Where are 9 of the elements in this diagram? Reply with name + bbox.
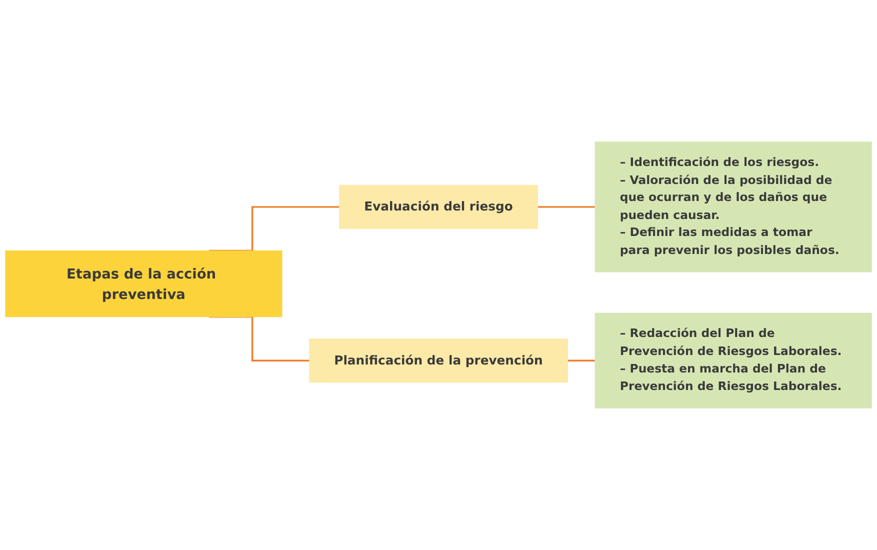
connector <box>208 206 340 252</box>
node-box: Evaluación del riesgo <box>339 184 538 229</box>
connector <box>568 360 596 362</box>
connector <box>538 206 596 208</box>
node-box: – Redacción del Plan de Prevención de Riesgos Laborales. – Puesta en marcha del Plan de Prevención de Riesgos Laborales. <box>594 312 872 408</box>
node-box: Planificación de la prevención <box>309 338 568 383</box>
node-box: – Identificación de los riesgos. – Valoración de la posibilidad de que ocurran y de los daños que pueden causar. – Definir las medidas a tomar para prevenir los posibles daños. <box>594 142 872 272</box>
connector <box>208 316 310 362</box>
node-box: Etapas de la acción preventiva <box>5 250 282 318</box>
